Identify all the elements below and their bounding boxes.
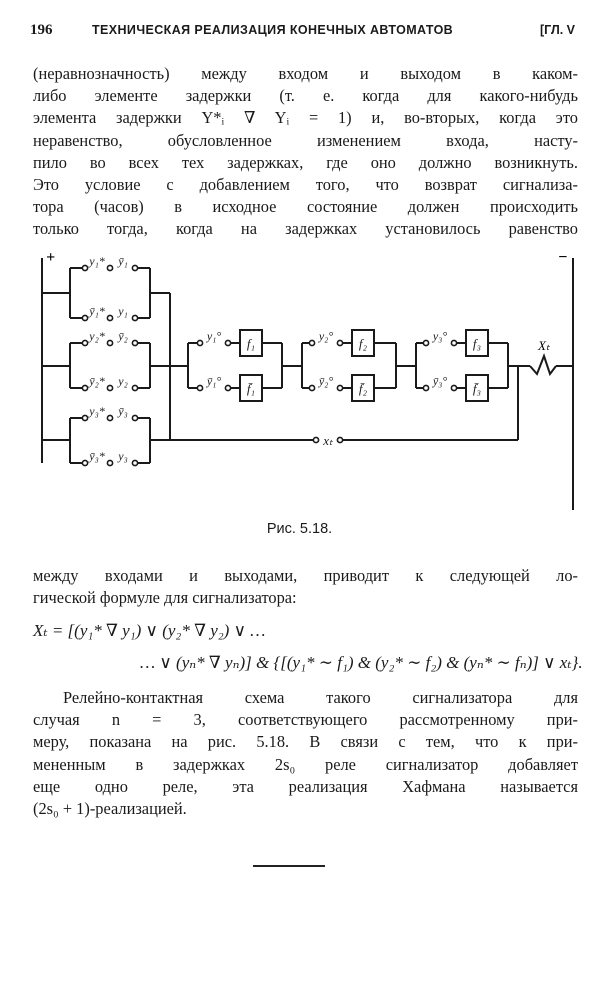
paragraph-1: (неравнозначность) между входом и выходо…: [33, 63, 578, 241]
contact-label: ȳ₂*: [88, 374, 105, 388]
contact-label: y₁*: [88, 254, 105, 268]
box-label: f̄₁: [247, 381, 255, 396]
text-line: еще одно реле, эта реализация Хафмана на…: [33, 776, 578, 796]
formula-line-1: Xₜ = [(y₁* ∇ y₁) ∨ (y₂* ∇ y₂) ∨ …: [33, 621, 266, 640]
paragraph-2: между входами и выходами, приводит к сле…: [33, 565, 578, 609]
contact-label: y₁: [117, 304, 128, 318]
plus-label: +: [46, 249, 55, 266]
box-label: f₃: [473, 336, 481, 351]
text-line: либо элементе задержки (т. е. когда для …: [33, 86, 578, 106]
box-label: f̄₂: [359, 381, 368, 396]
text-line: только тогда, когда на задержках установ…: [33, 219, 578, 239]
nf3-box: [465, 374, 489, 402]
contact-label-xt: xₜ: [322, 433, 334, 448]
figure-caption: Рис. 5.18.: [266, 521, 333, 537]
f3-box: [465, 329, 489, 357]
contact-label: ȳ₁*: [88, 304, 105, 318]
end-rule: [253, 865, 325, 867]
text-line: элемента задержки Y*ᵢ ∇ Yᵢ = 1) и, во-вт…: [33, 108, 578, 128]
contact-label: y₂°: [318, 329, 333, 343]
f1-box: [239, 329, 263, 357]
page-header: 196 ТЕХНИЧЕСКАЯ РЕАЛИЗАЦИЯ КОНЕЧНЫХ АВТО…: [30, 22, 575, 42]
contact-label: y₃: [117, 449, 128, 463]
coil-label: Xₜ: [537, 338, 551, 353]
contact-label: ȳ₂°: [318, 374, 333, 388]
text-line: мененным в задержках 2s₀ реле сигнализат…: [33, 754, 578, 774]
chapter-label: [ГЛ. V: [540, 23, 575, 37]
formula-line-2: … ∨ (yₙ* ∇ yₙ)] & {[(y₁* ∼ f₁) & (y₂* ∼ …: [140, 653, 583, 672]
coil-winding: [529, 353, 557, 377]
contact-label: ȳ₃°: [432, 374, 447, 388]
text-line: (неравнозначность) между входом и выходо…: [33, 64, 578, 83]
box-label: f₂: [359, 336, 368, 351]
text-line: меру, показана на рис. 5.18. В связи с т…: [33, 732, 578, 752]
relay-circuit-diagram: + − y₁* ȳ₁ ȳ₁* y₁ y₂* ȳ₂ ȳ₂* y₂ y₃* ȳ₃ ȳ…: [41, 249, 574, 510]
box-label: f̄₃: [473, 381, 481, 396]
text-line: неравенство, обусловленное изменением вх…: [33, 130, 578, 150]
contact-label: y₃°: [432, 329, 447, 343]
text-line: Это условие с добавлением того, что возв…: [33, 175, 578, 195]
text-line: Релейно-контактная схема такого сигнализ…: [63, 688, 578, 707]
minus-label: −: [558, 249, 568, 266]
nf1-box: [239, 374, 263, 402]
text-line: пило во всех тех задержках, где оно долж…: [33, 152, 578, 172]
running-title: ТЕХНИЧЕСКАЯ РЕАЛИЗАЦИЯ КОНЕЧНЫХ АВТОМАТО…: [92, 23, 454, 37]
contact-label: ȳ₁: [117, 254, 128, 268]
nf2-box: [351, 374, 375, 402]
contact-label: y₃*: [88, 404, 105, 418]
contact-label: ȳ₃: [117, 404, 128, 418]
f2-box: [351, 329, 375, 357]
text-line: (2s₀ + 1)-реализацией.: [33, 799, 187, 819]
text-line: тора (часов) в исходное состояние должен…: [33, 197, 578, 217]
contact-label: y₁°: [206, 329, 221, 343]
relay-circuit-figure: + − y₁* ȳ₁ ȳ₁* y₁ y₂* ȳ₂ ȳ₂* y₂ y₃* ȳ₃ ȳ…: [30, 248, 580, 513]
text-line: случая n = 3, соответствующего рассмотре…: [33, 710, 578, 730]
text-line: между входами и выходами, приводит к сле…: [33, 566, 578, 585]
contact-label: ȳ₁°: [206, 374, 221, 388]
contact-label: y₂: [117, 374, 128, 388]
box-label: f₁: [247, 336, 255, 351]
text-line: гической формуле для сигнализатора:: [33, 588, 297, 608]
paragraph-3: Релейно-контактная схема такого сигнализ…: [33, 687, 578, 820]
page-number: 196: [30, 22, 53, 38]
contact-label: y₂*: [88, 329, 105, 343]
contact-label: ȳ₂: [117, 329, 128, 343]
contact-label: ȳ₃*: [88, 449, 105, 463]
